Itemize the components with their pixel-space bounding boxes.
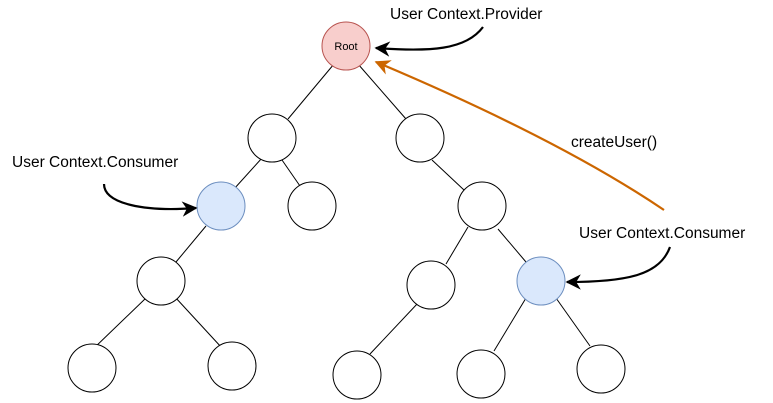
edge-consumer-l3 xyxy=(175,225,207,263)
edge-r2-consumer xyxy=(497,228,527,263)
tree-node xyxy=(67,343,117,393)
edge-l1-consumer xyxy=(233,157,263,190)
tree-node xyxy=(457,181,507,231)
tree-edges xyxy=(91,63,591,355)
tree-node xyxy=(456,349,506,399)
consumer-node-left xyxy=(196,181,246,231)
consumer-left-arrow xyxy=(102,183,198,217)
edge-consumer-leaf-b xyxy=(555,297,591,347)
consumer-left-label: User Context.Consumer xyxy=(12,154,178,171)
edge-root-left xyxy=(287,63,335,120)
edge-r1-r2 xyxy=(431,159,465,191)
tree-node xyxy=(247,113,297,163)
root-node xyxy=(321,21,371,71)
tree-node xyxy=(576,344,626,394)
tree-node xyxy=(406,260,456,310)
tree-node xyxy=(207,341,257,391)
tree-node xyxy=(395,113,445,163)
consumer-node-right xyxy=(516,256,566,306)
edge-l3-leaf-a xyxy=(91,297,147,351)
edge-r2-r3a xyxy=(445,226,469,265)
root-label: Root xyxy=(334,41,357,53)
tree-node xyxy=(287,181,337,231)
consumer-right-arrow xyxy=(565,246,672,290)
tree-node xyxy=(136,256,186,306)
consumer-right-label: User Context.Consumer xyxy=(579,225,745,242)
edge-l3-leaf-b xyxy=(174,296,223,349)
edge-consumer-leaf-a xyxy=(493,297,527,352)
provider-label: User Context.Provider xyxy=(390,6,542,23)
edge-r3a-leaf xyxy=(369,302,419,355)
edge-l1-leaf xyxy=(281,159,301,187)
create-user-arrow xyxy=(374,60,665,211)
create-user-label: createUser() xyxy=(571,134,657,151)
edge-root-right xyxy=(357,63,407,120)
provider-arrow xyxy=(374,26,484,57)
tree-nodes xyxy=(67,21,626,400)
tree-node xyxy=(332,350,382,400)
